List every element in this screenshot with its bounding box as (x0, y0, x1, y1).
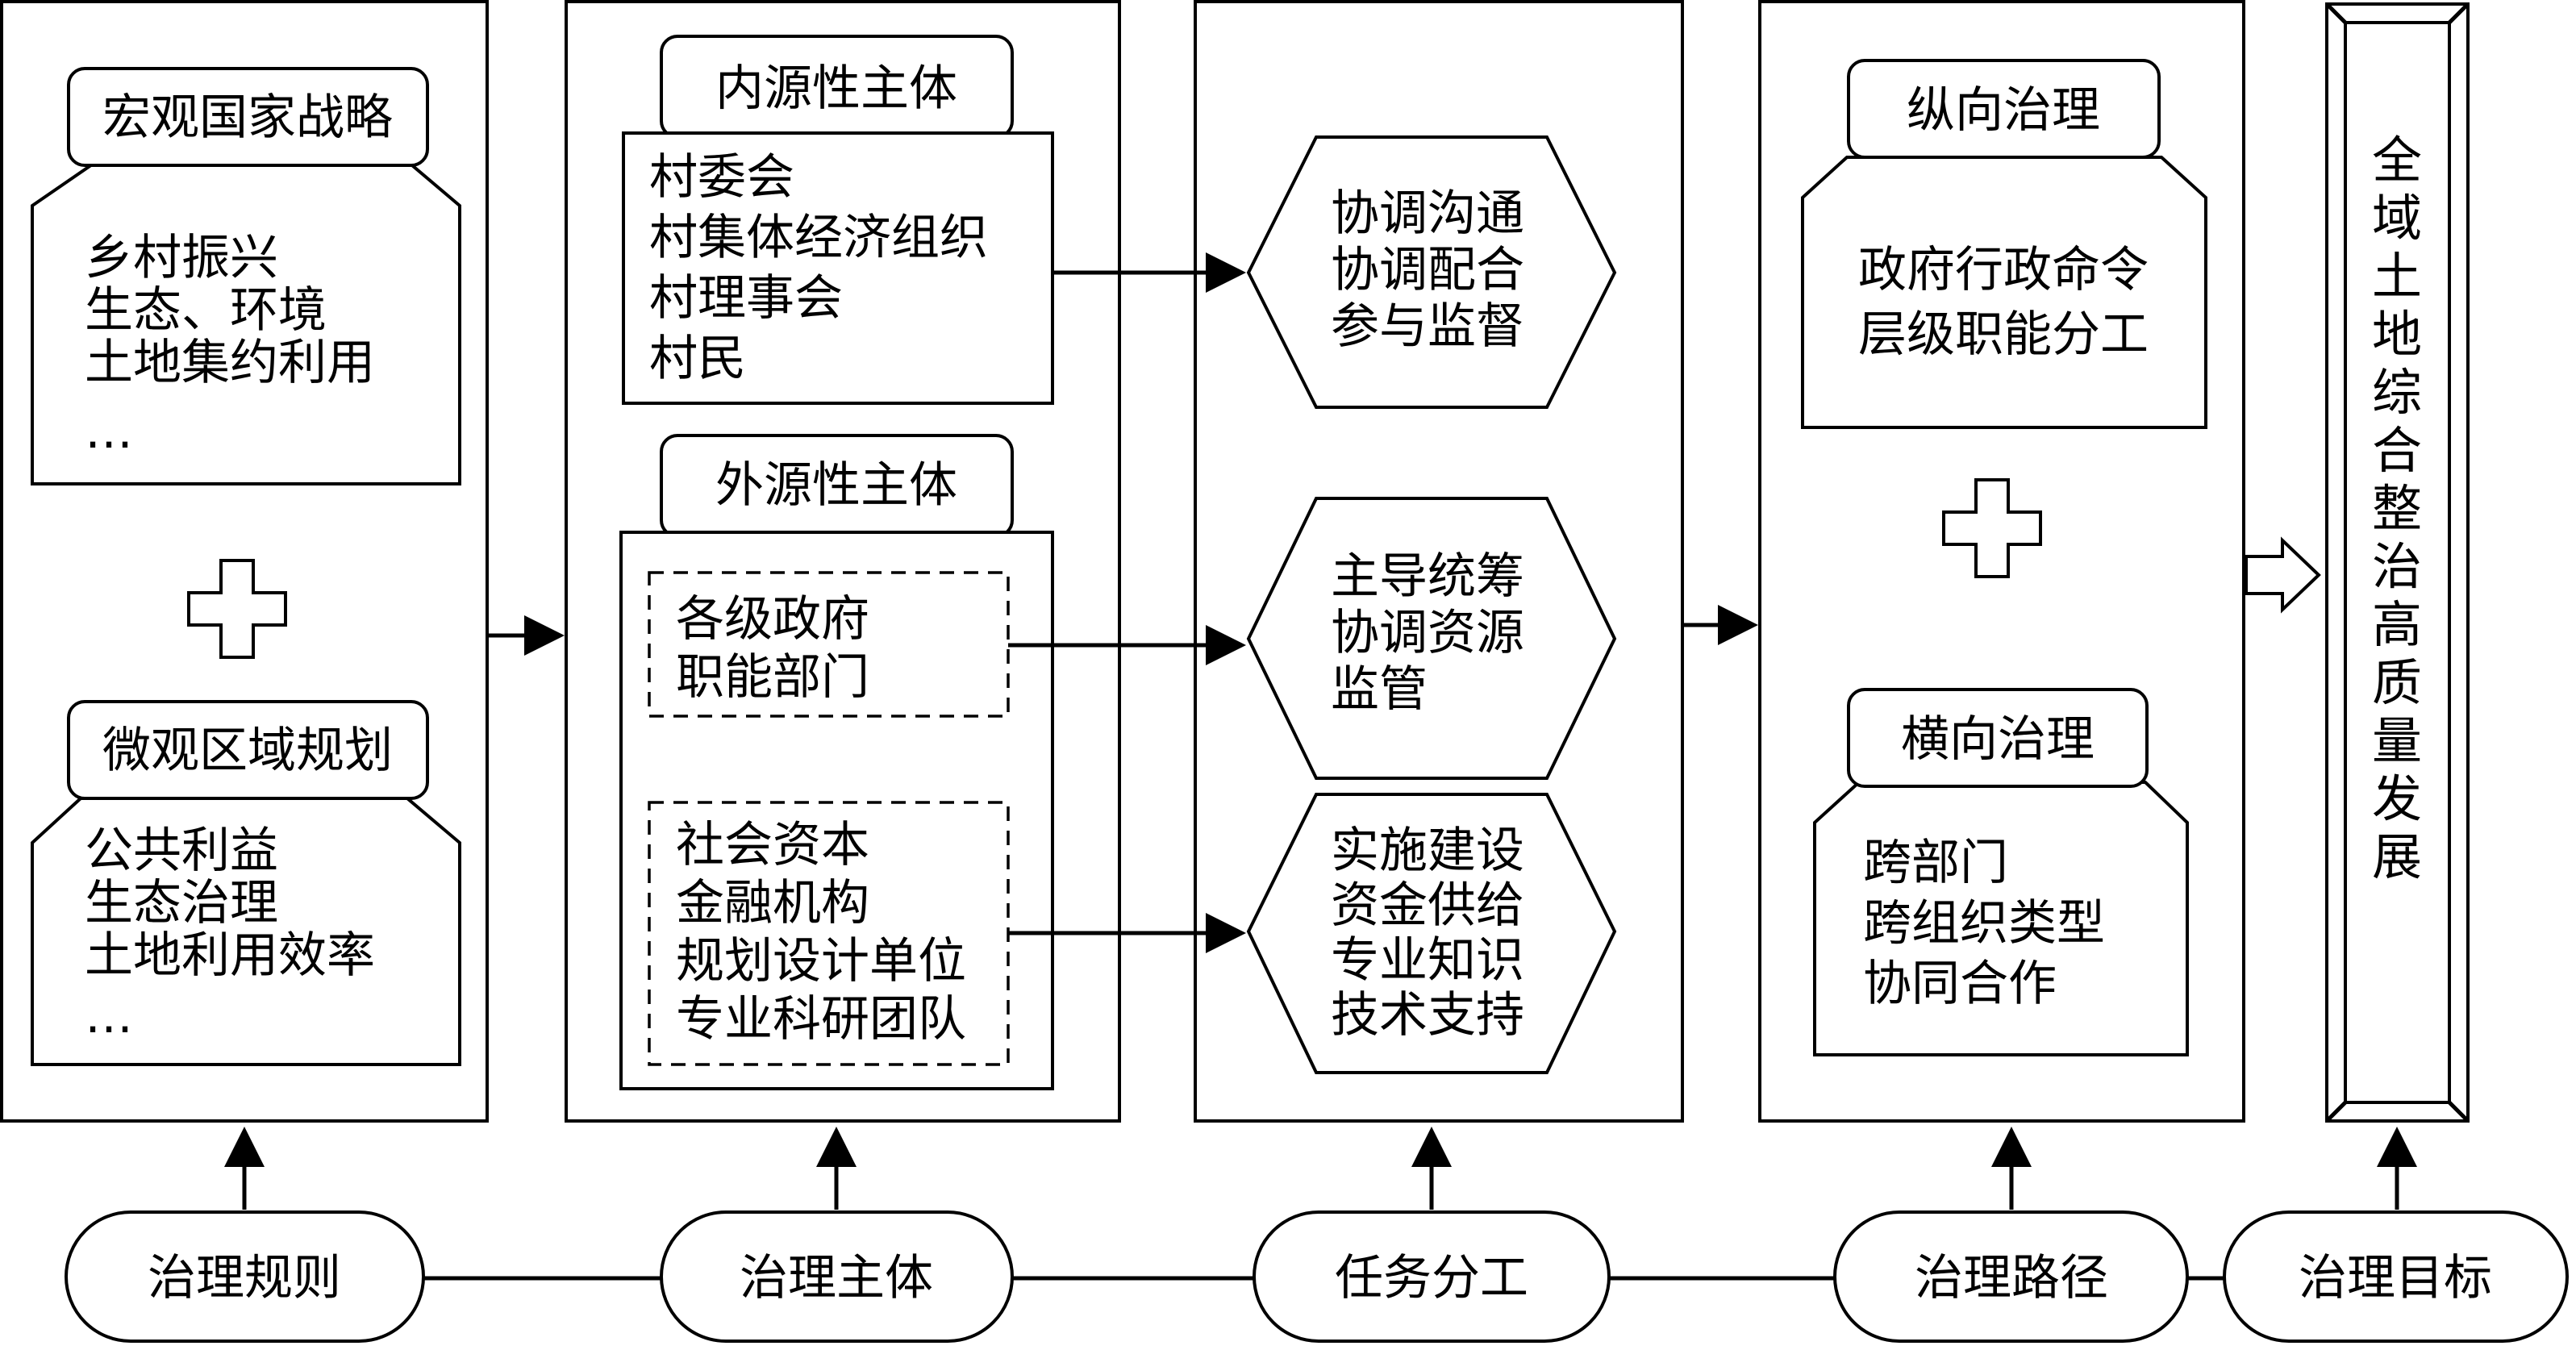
task-item: 实施建设 (1331, 823, 1524, 879)
goal-char: 展 (2372, 827, 2422, 886)
government-item: 各级政府 (676, 591, 869, 648)
social-item: 规划设计单位 (676, 933, 966, 990)
bottom-label: 治理目标 (2299, 1250, 2492, 1306)
micro-item: 生态治理 (85, 875, 278, 931)
goal-char: 域 (2372, 189, 2422, 248)
paths-panel: 纵向治理 政府行政命令 层级职能分工 横向治理 跨部门 跨组织类型 协同合作 (1758, 0, 2245, 1123)
task-item: 资金供给 (1331, 877, 1524, 934)
micro-title-tab (67, 700, 429, 800)
horizontal-item: 跨部门 (1863, 835, 2008, 891)
government-item: 职能部门 (676, 649, 869, 706)
task-item: 协调配合 (1331, 242, 1524, 298)
goal-char: 高 (2372, 595, 2422, 654)
vertical-item: 政府行政命令 (1858, 242, 2149, 298)
goal-char: 治 (2372, 537, 2422, 596)
internal-item: 村民 (649, 331, 746, 387)
bottom-pill (2223, 1210, 2569, 1343)
goal-frame-inner (2344, 21, 2451, 1104)
bottom-pill (1833, 1210, 2189, 1343)
macro-title: 宏观国家战略 (102, 90, 393, 146)
vertical-item: 层级职能分工 (1858, 306, 2149, 363)
macro-title-tab (67, 67, 429, 167)
goal-char: 合 (2372, 421, 2422, 480)
macro-item: 土地集约利用 (85, 335, 375, 391)
bottom-label: 治理主体 (740, 1250, 933, 1306)
micro-item: 公共利益 (85, 823, 278, 879)
plus-icon (1942, 478, 2042, 578)
macro-item: 生态、环境 (85, 282, 327, 339)
internal-item: 村理事会 (649, 270, 843, 327)
task-item: 监管 (1331, 661, 1428, 718)
internal-title: 内源性主体 (715, 60, 957, 117)
paths-to-goal-arrow (2245, 536, 2321, 614)
micro-item: 土地利用效率 (85, 927, 375, 984)
connectors (489, 252, 2321, 953)
horizontal-title-tab (1847, 688, 2149, 788)
micro-item: … (85, 988, 133, 1044)
vertical-title-tab (1847, 59, 2161, 159)
social-item: 金融机构 (676, 875, 869, 931)
bottom-pill (65, 1210, 425, 1343)
goal-char: 整 (2372, 479, 2422, 538)
task-item: 技术支持 (1331, 987, 1524, 1044)
bottom-pill (1253, 1210, 1611, 1343)
task-item: 主导统筹 (1331, 548, 1524, 605)
internal-item: 村委会 (649, 149, 794, 206)
external-title: 外源性主体 (715, 457, 957, 514)
horizontal-title: 横向治理 (1901, 711, 2095, 768)
task-hexagon (1246, 793, 1617, 1074)
bottom-pill (660, 1210, 1014, 1343)
government-group (648, 571, 1010, 718)
plus-icon (187, 559, 287, 659)
bottom-label: 任务分工 (1335, 1250, 1528, 1306)
task-hexagon (1246, 497, 1617, 780)
bottom-label: 治理规则 (148, 1250, 341, 1306)
vertical-content-box (1801, 156, 2207, 429)
subjects-panel: 内源性主体 村委会 村集体经济组织 村理事会 村民 外源性主体 各级政府 职能部… (565, 0, 1121, 1123)
bottom-label: 治理路径 (1915, 1250, 2108, 1306)
vertical-title: 纵向治理 (1907, 82, 2100, 139)
horizontal-content-box (1813, 781, 2189, 1056)
social-item: 专业科研团队 (676, 991, 966, 1048)
social-item: 社会资本 (676, 817, 869, 873)
task-item: 参与监督 (1331, 298, 1524, 355)
task-hexagon (1246, 135, 1617, 409)
internal-content-box (622, 131, 1054, 405)
external-content-box (619, 531, 1054, 1090)
goal-char: 发 (2372, 769, 2422, 828)
macro-item: … (85, 403, 133, 460)
tasks-panel: 协调沟通 协调配合 参与监督 主导统筹 协调资源 监管 实施建设 资金供给 专业… (1194, 0, 1684, 1123)
internal-item: 村集体经济组织 (649, 210, 988, 266)
goal-char: 量 (2372, 711, 2422, 770)
task-item: 专业知识 (1331, 932, 1524, 989)
rules-panel: 宏观国家战略 乡村振兴 生态、环境 土地集约利用 … 微观区域规划 公共利益 生… (0, 0, 489, 1123)
goal-char: 地 (2372, 305, 2422, 364)
goal-char: 全 (2372, 131, 2422, 190)
goal-char: 土 (2372, 247, 2422, 306)
bottom-row: 治理规则 治理主体 任务分工 治理路径 治理目标 (65, 1127, 2569, 1343)
task-item: 协调资源 (1331, 605, 1524, 661)
goal-char: 质 (2372, 653, 2422, 712)
task-item: 协调沟通 (1331, 185, 1524, 242)
horizontal-item: 协同合作 (1863, 956, 2057, 1012)
micro-title: 微观区域规划 (102, 723, 393, 779)
macro-item: 乡村振兴 (85, 230, 278, 286)
horizontal-item: 跨组织类型 (1863, 895, 2105, 952)
goal-char: 综 (2372, 363, 2422, 422)
